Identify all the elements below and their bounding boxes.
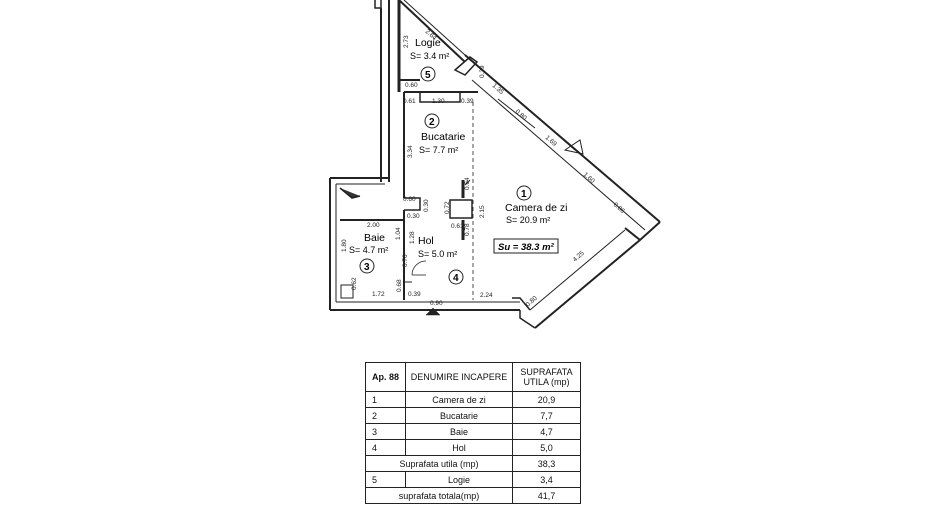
dim-label: 0.80 [525, 295, 539, 309]
row-room-name: Hol [405, 439, 513, 456]
dim-label: 0.60 [403, 196, 416, 203]
dim-label: 2.24 [480, 292, 493, 299]
row-area: 7,7 [512, 407, 581, 424]
row-number: 4 [365, 439, 406, 456]
useful-total-label: Suprafata utila (mp) [365, 455, 513, 472]
room-name-bucatarie: Bucatarie [421, 131, 466, 143]
room-name-hol: Hol [418, 235, 434, 247]
room-name-baie: Baie [364, 232, 385, 244]
dim-label: 1.80 [341, 239, 348, 252]
room-number-circle-3 [359, 258, 375, 274]
room-number-circle-4 [448, 269, 464, 285]
room-area-logie: S= 3.4 m² [410, 51, 449, 61]
room-name-camera-de-zi: Camera de zi [505, 202, 567, 214]
row-number: 3 [365, 423, 406, 440]
dim-label: 0.72 [444, 201, 451, 214]
dim-label: 1.35 [491, 82, 505, 96]
dim-label: 4.25 [572, 250, 586, 264]
row-number: 1 [365, 391, 406, 408]
grand-total-row: suprafata totala(mp) 41,7 [365, 487, 581, 504]
dim-label: 1.69 [544, 134, 558, 148]
room-number-4: 4 [453, 273, 459, 284]
dim-label: 1.04 [395, 227, 402, 240]
dim-label: 0.70 [402, 254, 409, 267]
row-room-name: Bucatarie [405, 407, 513, 424]
useful-area-label: Su = 38.3 m² [498, 242, 555, 253]
row-area: 4,7 [512, 423, 581, 440]
dim-label: 1.60 [582, 171, 596, 185]
dim-label: 0.90 [430, 300, 443, 307]
room-area-baie: S= 4.7 m² [349, 245, 388, 255]
floor-plan: Logie S= 3.4 m² 5 2 Bucatarie S= 7.7 m² … [329, 0, 661, 329]
room-number-circle-5 [420, 66, 436, 82]
dim-label: 0.78 [464, 223, 471, 236]
row-room-name: Logie [405, 471, 513, 488]
grand-total-area: 41,7 [512, 487, 581, 504]
dim-label: 0.60 [405, 82, 418, 89]
header-useful-area: SUPRAFATA UTILA (mp) [512, 362, 581, 392]
room-number-1: 1 [521, 189, 527, 200]
dim-label: 3.34 [407, 145, 414, 158]
header-room-name: DENUMIRE INCAPERE [405, 362, 513, 392]
row-number: 2 [365, 407, 406, 424]
dim-label: 0.80 [514, 108, 528, 122]
dim-label: 0.39 [479, 65, 486, 78]
header-area-line1: SUPRAFATA [520, 367, 573, 377]
room-area-camera-de-zi: S= 20.9 m² [506, 215, 550, 225]
dim-label: 0.30 [423, 199, 430, 212]
table-header-row: Ap. 88 DENUMIRE INCAPERE SUPRAFATA UTILA… [365, 362, 581, 392]
dim-label: 1.30 [432, 98, 445, 105]
dim-label: 0.61 [403, 98, 416, 105]
dim-label: 0.30 [407, 213, 420, 220]
dim-label: 0.64 [464, 177, 471, 190]
room-number-circle-1 [516, 185, 532, 201]
dim-label: 0.61 [451, 223, 464, 230]
room-name-logie: Logie [415, 37, 441, 49]
room-area-bucatarie: S= 7.7 m² [419, 145, 458, 155]
dim-label: 0.62 [351, 277, 358, 290]
useful-total-area: 38,3 [512, 455, 581, 472]
dim-label: 0.86 [612, 201, 626, 215]
row-room-name: Baie [405, 423, 513, 440]
room-area-table: Ap. 88 DENUMIRE INCAPERE SUPRAFATA UTILA… [365, 362, 581, 504]
useful-area-box [493, 238, 559, 254]
grand-total-label: suprafata totala(mp) [365, 487, 513, 504]
header-area-line2: UTILA (mp) [523, 377, 570, 387]
dim-label: 2.73 [403, 35, 410, 48]
room-number-2: 2 [429, 117, 435, 128]
row-number: 5 [365, 471, 406, 488]
header-apartment: Ap. 88 [365, 362, 406, 392]
room-number-5: 5 [425, 70, 431, 81]
room-number-3: 3 [364, 262, 370, 273]
table-row: 2 Bucatarie 7,7 [365, 407, 581, 424]
row-area: 20,9 [512, 391, 581, 408]
dim-label: 2.15 [479, 205, 486, 218]
dim-label: 1.72 [372, 291, 385, 298]
useful-total-row: Suprafata utila (mp) 38,3 [365, 455, 581, 472]
table-row: 4 Hol 5,0 [365, 439, 581, 456]
dim-label: 0.68 [396, 279, 403, 292]
dim-label: 2.00 [367, 222, 380, 229]
table-row: 1 Camera de zi 20,9 [365, 391, 581, 408]
row-area: 3,4 [512, 471, 581, 488]
table-row: 5 Logie 3,4 [365, 471, 581, 488]
room-number-circle-2 [424, 113, 440, 129]
dim-label: 0.39 [408, 291, 421, 298]
table-row: 3 Baie 4,7 [365, 423, 581, 440]
dim-label: 0.39 [461, 98, 474, 105]
row-room-name: Camera de zi [405, 391, 513, 408]
room-area-hol: S= 5.0 m² [418, 249, 457, 259]
row-area: 5,0 [512, 439, 581, 456]
dim-label: 1.28 [409, 231, 416, 244]
